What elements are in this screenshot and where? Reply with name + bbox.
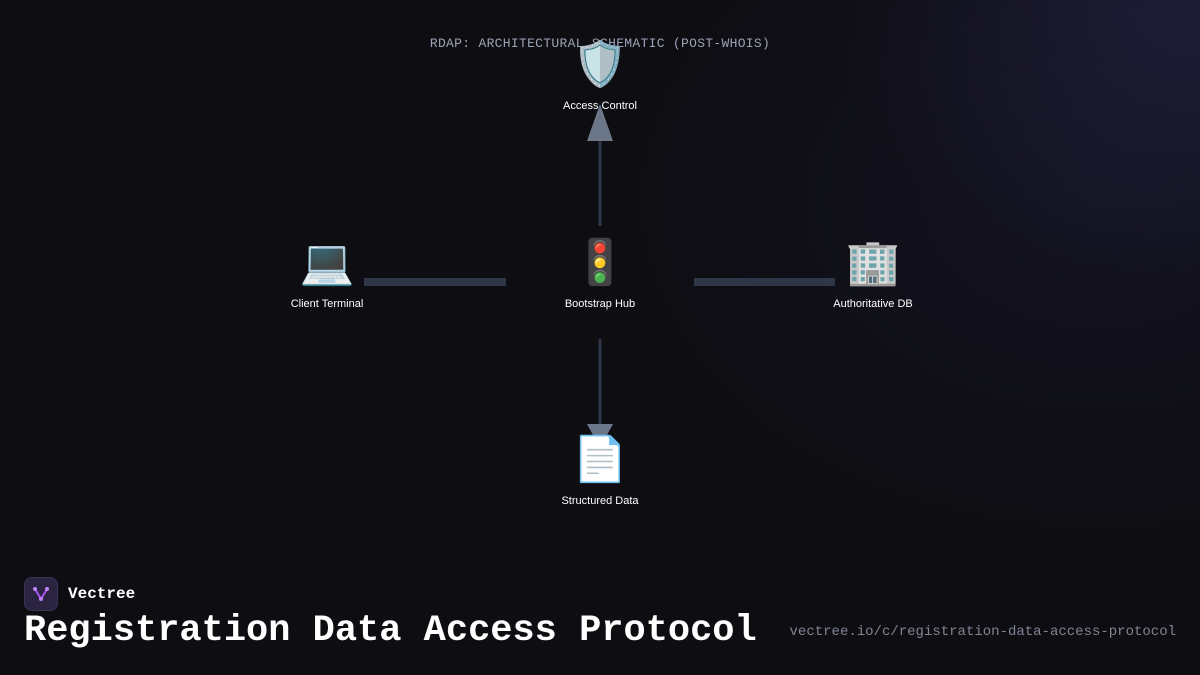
vectree-logo-icon — [24, 577, 58, 611]
node-access-control: 🛡️ Access Control — [520, 39, 680, 113]
node-authoritative-db: 🏢 Authoritative DB — [793, 237, 953, 311]
arrowhead-access — [587, 104, 613, 141]
node-label: Bootstrap Hub — [564, 298, 636, 310]
page-title: Registration Data Access Protocol — [24, 610, 757, 652]
node-label: Client Terminal — [290, 298, 364, 310]
arrowhead-data — [587, 424, 613, 448]
node-structured-data: 📄 Structured Data — [520, 434, 680, 508]
laptop-icon: 💻 — [299, 237, 355, 288]
page-url[interactable]: vectree.io/c/registration-data-access-pr… — [789, 624, 1176, 640]
diagram-edges — [364, 104, 835, 448]
brand[interactable]: Vectree — [24, 577, 135, 611]
traffic-light-icon: 🚦 — [572, 237, 628, 288]
document-icon: 📄 — [572, 434, 628, 485]
schematic-title: RDAP: ARCHITECTURAL SCHEMATIC (POST-WHOI… — [429, 36, 771, 51]
node-bootstrap-hub: 🚦 Bootstrap Hub — [520, 237, 680, 311]
node-label: Structured Data — [561, 495, 639, 507]
shield-icon: 🛡️ — [572, 39, 628, 90]
office-building-icon: 🏢 — [845, 237, 901, 288]
node-label: Access Control — [563, 100, 637, 112]
node-client-terminal: 💻 Client Terminal — [247, 237, 407, 311]
brand-name: Vectree — [68, 585, 136, 603]
node-label: Authoritative DB — [833, 298, 913, 310]
